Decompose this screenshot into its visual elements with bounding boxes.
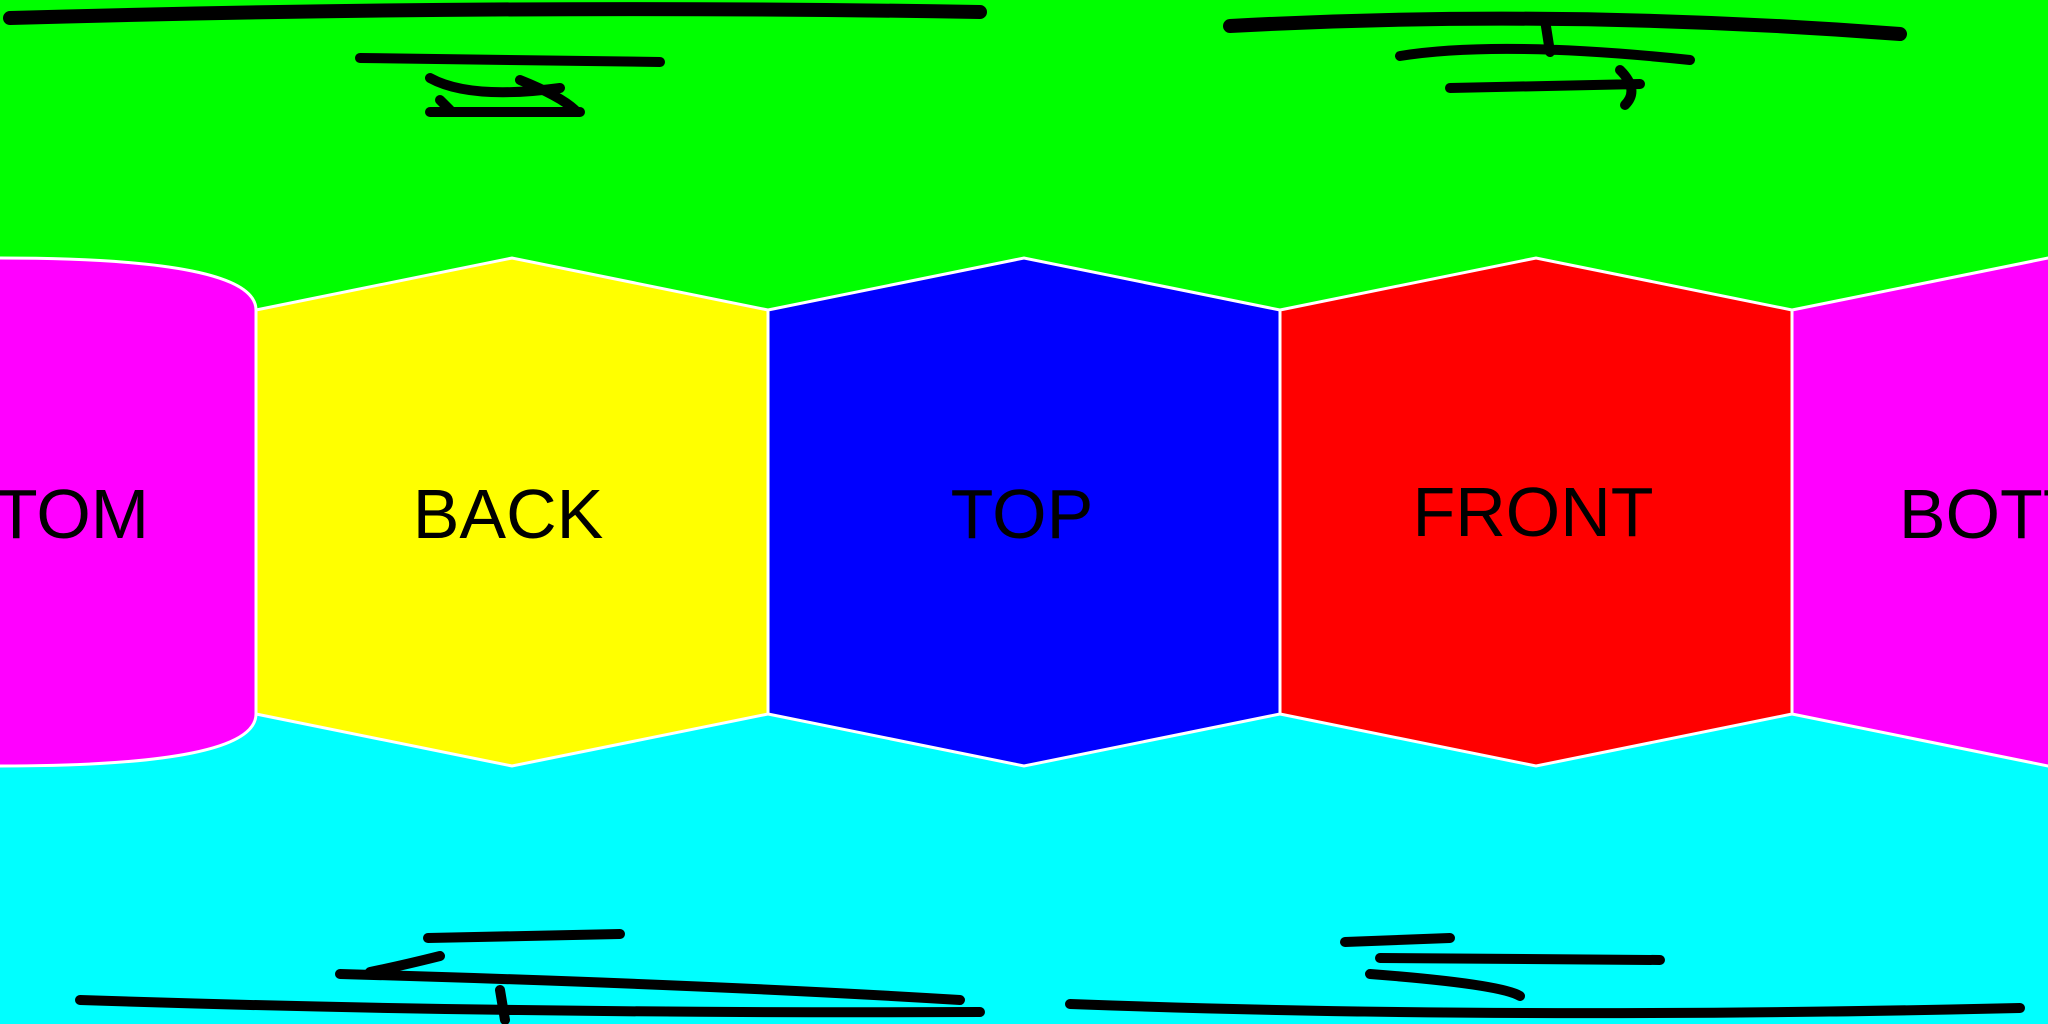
face-label-top: TOP <box>951 475 1094 553</box>
upper-pole-distorted-lettering <box>3 2 1907 117</box>
face-label-bottom-left: BOTTOM <box>0 475 149 553</box>
face-label-bottom-right: BOTTOM <box>1899 475 2048 553</box>
lower-pole-distorted-lettering <box>75 929 2025 1024</box>
face-seams <box>255 310 1793 714</box>
face-label-back: BACK <box>413 475 604 553</box>
face-label-front: FRONT <box>1412 473 1653 551</box>
face-bottom-right-panel <box>1790 256 2048 768</box>
